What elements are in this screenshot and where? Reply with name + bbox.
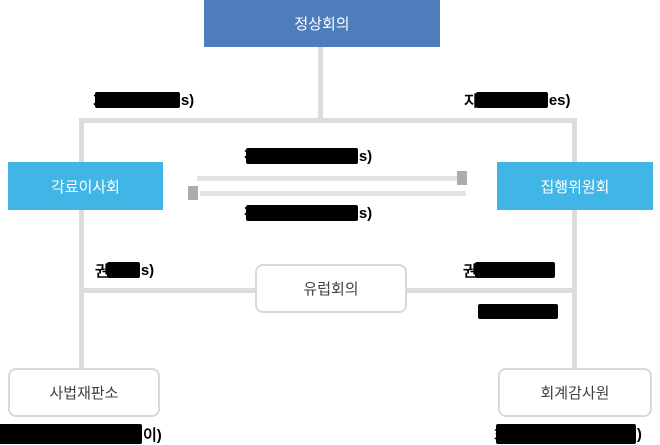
label-fragment: 권 bbox=[463, 262, 477, 280]
redacted-label-top-right: 지 es) bbox=[464, 91, 571, 110]
connector-right-upper-vertical bbox=[572, 118, 577, 166]
redaction-bar bbox=[478, 303, 558, 319]
redacted-label-arrow-top: 정 s) bbox=[244, 147, 373, 166]
arrow-right-shaft bbox=[197, 176, 457, 181]
redacted-label-mid-left: 권 s) bbox=[95, 261, 155, 280]
redacted-label-top-left: 지 s) bbox=[93, 91, 195, 110]
redaction-bar bbox=[245, 148, 358, 164]
redacted-label-arrow-bottom: 정 s) bbox=[244, 204, 373, 223]
redaction-bar bbox=[475, 92, 548, 108]
label-fragment: es) bbox=[548, 91, 571, 109]
node-council-of-ministers-label: 각료이사회 bbox=[50, 178, 120, 196]
redaction-bar bbox=[94, 92, 180, 108]
redaction-bar bbox=[474, 262, 555, 278]
redacted-label-mid-right-line1: 권 bbox=[463, 261, 555, 280]
label-fragment: 지 bbox=[464, 92, 478, 110]
redacted-label-mid-right-line2 bbox=[478, 302, 558, 320]
connector-left-upper-vertical bbox=[79, 118, 84, 166]
node-european-council: 유럽회의 bbox=[255, 264, 407, 313]
node-executive-commission-label: 집행위원회 bbox=[540, 178, 610, 196]
node-council-of-ministers: 각료이사회 bbox=[8, 162, 163, 210]
connector-branch-horizontal bbox=[79, 118, 577, 123]
redacted-label-bottom-left: 이) bbox=[0, 424, 162, 444]
node-executive-commission: 집행위원회 bbox=[497, 162, 653, 210]
arrow-right-head-icon bbox=[457, 171, 467, 185]
label-fragment: ) bbox=[636, 425, 642, 443]
node-summit-label: 정상회의 bbox=[294, 16, 350, 33]
connector-summit-vertical bbox=[318, 47, 323, 123]
label-fragment: s) bbox=[358, 147, 373, 165]
label-fragment: 권 bbox=[95, 262, 109, 280]
label-fragment: s) bbox=[180, 91, 195, 109]
node-court-of-justice: 사법재판소 bbox=[8, 368, 160, 417]
node-court-of-auditors: 회계감사원 bbox=[498, 368, 652, 417]
label-fragment: s) bbox=[140, 261, 155, 279]
redaction-bar bbox=[106, 262, 140, 278]
redacted-label-bottom-right: 회 ) bbox=[494, 424, 642, 444]
node-summit: 정상회의 bbox=[204, 0, 440, 47]
node-court-of-auditors-label: 회계감사원 bbox=[540, 385, 610, 402]
arrow-left-head-icon bbox=[188, 186, 198, 200]
redaction-bar bbox=[0, 424, 142, 444]
label-fragment: 이) bbox=[143, 426, 162, 444]
redaction-bar bbox=[495, 424, 636, 444]
arrow-left-shaft bbox=[200, 191, 466, 196]
node-court-of-justice-label: 사법재판소 bbox=[49, 385, 119, 402]
node-european-council-label: 유럽회의 bbox=[303, 281, 359, 298]
redaction-bar bbox=[245, 205, 358, 221]
label-fragment: s) bbox=[358, 204, 373, 222]
